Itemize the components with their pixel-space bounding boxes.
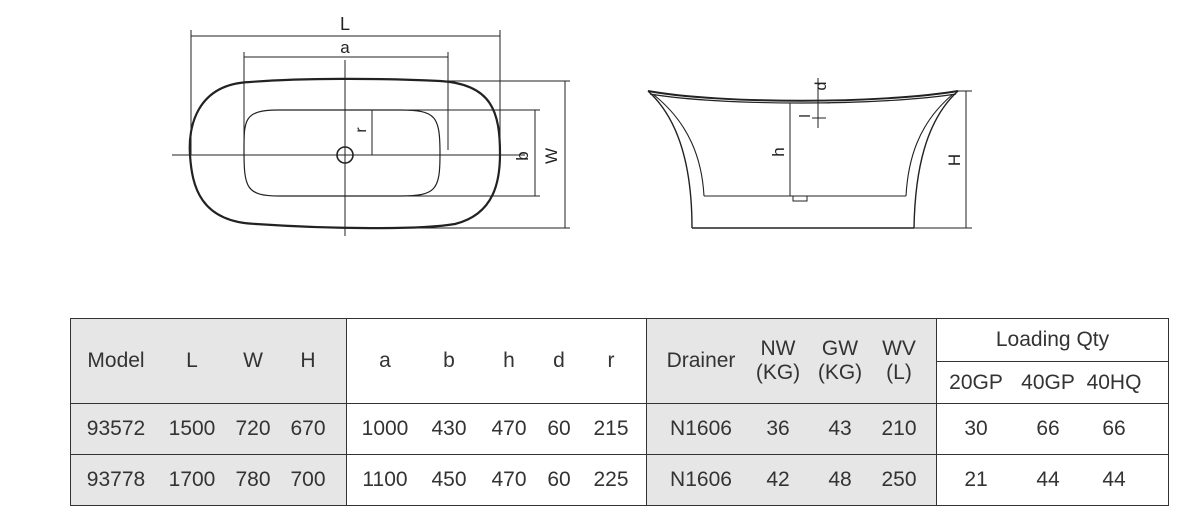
label-a: a — [340, 38, 350, 57]
spec-table: Model L W H a b h d r Drainer NW (KG) — [70, 318, 1169, 506]
header-40gp: 40GP — [1021, 370, 1075, 394]
header-a: a — [379, 349, 391, 372]
header-gw: GW (KG) — [809, 337, 871, 385]
header-d: d — [553, 349, 565, 372]
cell-40hq: 66 — [1102, 417, 1126, 440]
header-H: H — [300, 349, 316, 372]
cell-nw: 42 — [766, 468, 790, 491]
header-W: W — [243, 349, 263, 372]
header-wv-line1: WV — [882, 337, 916, 360]
header-L: L — [186, 349, 198, 372]
header-gw-line1: GW — [821, 337, 859, 360]
cell-gw: 43 — [828, 417, 852, 440]
top-view-inner-basin — [243, 109, 441, 197]
cell-40hq: 44 — [1102, 468, 1126, 491]
cell-L: 1500 — [168, 417, 216, 440]
label-L: L — [340, 14, 350, 34]
cell-gw: 48 — [828, 468, 852, 491]
header-r: r — [607, 349, 615, 372]
header-group-loading: Loading Qty 20GP 40GP 40HQ — [936, 318, 1169, 404]
label-h: h — [769, 147, 788, 156]
header-b: b — [443, 349, 455, 372]
cell-b: 450 — [431, 468, 467, 491]
label-d: d — [813, 82, 830, 91]
cell-wv: 210 — [881, 417, 917, 440]
cell-r: 225 — [593, 468, 629, 491]
cell-model: 93572 — [86, 417, 146, 440]
cell-drainer: N1606 — [670, 468, 732, 491]
table-row: 93572 1500 720 670 1000 430 470 60 215 N… — [70, 403, 1169, 455]
header-wv-line2: (L) — [886, 361, 912, 384]
cell-40gp: 66 — [1036, 417, 1060, 440]
label-W: W — [542, 148, 561, 164]
cell-40gp: 44 — [1036, 468, 1060, 491]
table-row: 93778 1700 780 700 1100 450 470 60 225 N… — [70, 454, 1169, 506]
table-header-row: Model L W H a b h d r Drainer NW (KG) — [70, 318, 1169, 404]
cell-drainer: N1606 — [670, 417, 732, 440]
side-view-outer-wall — [647, 90, 693, 229]
header-group-weights: Drainer NW (KG) GW (KG) WV (L) — [646, 318, 937, 404]
header-nw-line2: (KG) — [755, 361, 801, 384]
header-nw-line1: NW — [760, 337, 796, 360]
cell-wv: 250 — [881, 468, 917, 491]
cell-a: 1000 — [361, 417, 409, 440]
bathtub-technical-drawing: L a r b W d l h H — [172, 14, 972, 236]
cell-a: 1100 — [362, 468, 408, 491]
cell-20gp: 30 — [964, 417, 988, 440]
cell-H: 670 — [290, 417, 326, 440]
header-drainer: Drainer — [666, 349, 736, 372]
label-b: b — [513, 151, 532, 160]
cell-nw: 36 — [766, 417, 790, 440]
header-model: Model — [87, 349, 145, 372]
header-40hq: 40HQ — [1086, 370, 1142, 394]
header-nw: NW (KG) — [747, 337, 809, 385]
cell-H: 700 — [290, 468, 326, 491]
label-r: r — [353, 127, 370, 133]
cell-W: 720 — [235, 417, 271, 440]
cell-h: 470 — [491, 417, 527, 440]
top-view — [172, 30, 570, 236]
label-l: l — [797, 114, 814, 117]
header-wv: WV (L) — [871, 337, 927, 385]
side-view — [647, 78, 972, 229]
header-group-inner-dims: a b h d r — [346, 318, 647, 404]
header-gw-line2: (KG) — [817, 361, 863, 384]
cell-d: 60 — [547, 468, 571, 491]
header-loading-qty: Loading Qty — [937, 319, 1168, 362]
cell-model: 93778 — [86, 468, 146, 491]
cell-h: 470 — [491, 468, 527, 491]
header-h: h — [503, 349, 515, 372]
header-group-dimensions: Model L W H — [70, 318, 347, 404]
side-view-rim — [647, 90, 959, 102]
cell-W: 780 — [235, 468, 271, 491]
cell-r: 215 — [593, 417, 629, 440]
label-H: H — [945, 154, 964, 166]
header-20gp: 20GP — [949, 370, 1003, 394]
cell-20gp: 21 — [964, 468, 988, 491]
cell-d: 60 — [547, 417, 571, 440]
cell-b: 430 — [431, 417, 467, 440]
cell-L: 1700 — [168, 468, 216, 491]
